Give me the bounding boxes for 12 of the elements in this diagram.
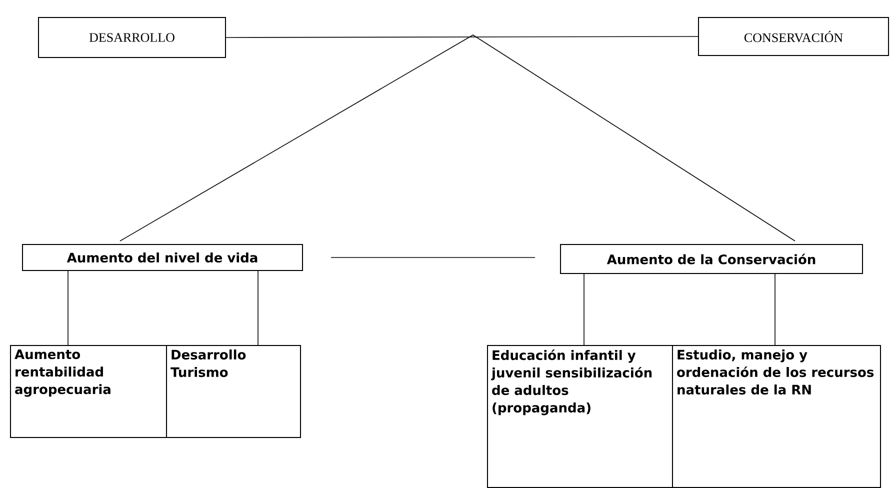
process-box: Aumento rentabilidad agropecuaria [10,345,167,438]
connector-line [330,257,536,258]
process-box: Aumento del nivel de vida [22,244,303,271]
process-box: DESARROLLO [38,17,226,58]
process-box: Estudio, manejo y ordenación de los recursos naturales de la RN [672,345,881,488]
connector-line [226,36,698,38]
connector-line [120,34,796,242]
process-box: CONSERVACIÓN [698,17,889,56]
process-box: Educación infantil y juvenil sensibilización de adultos (propaganda) [487,345,673,488]
process-box: Aumento de la Conservación [560,244,863,274]
process-box: Desarrollo Turismo [166,345,301,438]
connector-line [774,274,776,346]
